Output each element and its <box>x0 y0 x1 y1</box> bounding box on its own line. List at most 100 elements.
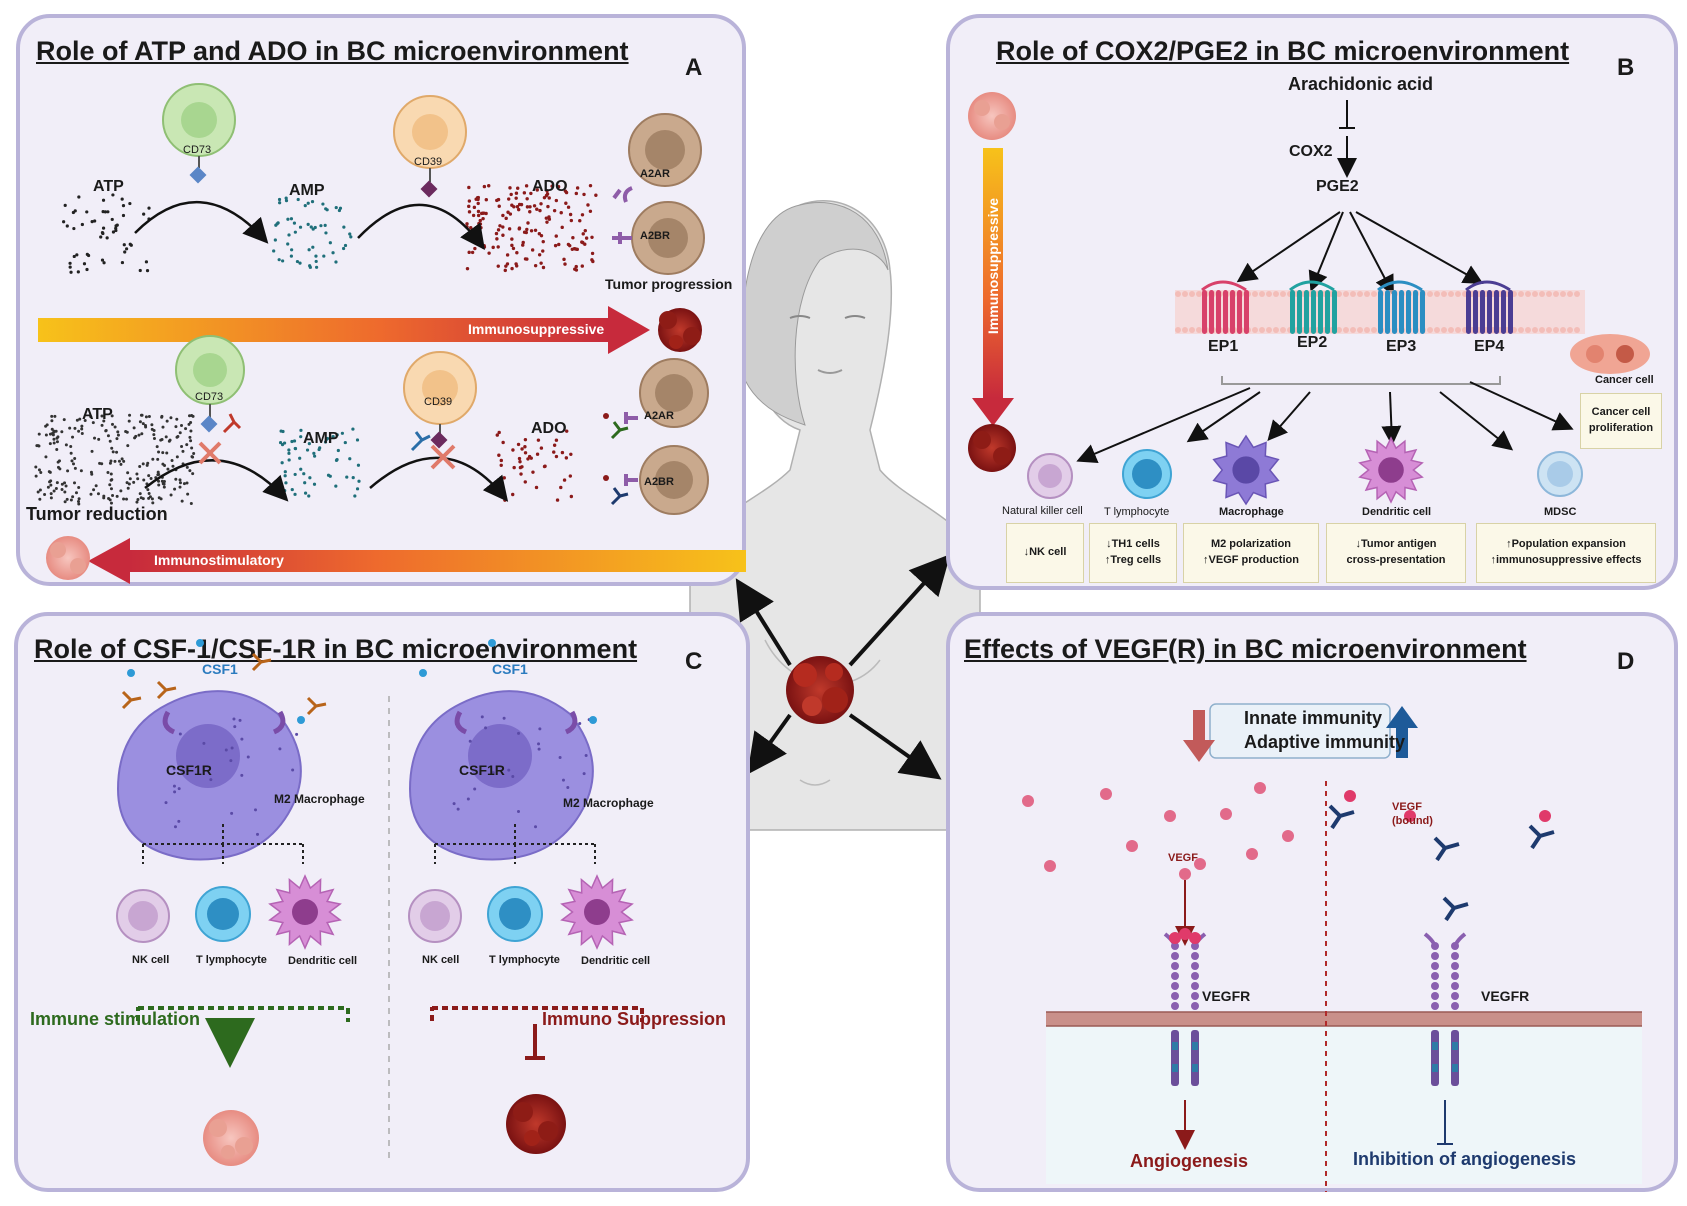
atp-particles-bottom <box>34 413 196 506</box>
csf1r-left-graphics <box>116 639 342 950</box>
ep2-label: EP2 <box>1297 334 1328 351</box>
ep1-receptor-icon <box>1201 280 1249 334</box>
arrow-atp-amp-bottom <box>144 459 289 502</box>
a2br-cell-bottom <box>603 445 709 515</box>
vegfr-receptor-right <box>1423 932 1467 1086</box>
innate-immunity-label: Innate immunity <box>1244 708 1383 728</box>
atp-particles-top <box>62 193 151 274</box>
a2ar-label-bottom: A2AR <box>644 410 674 422</box>
a2br-cell-top <box>612 201 705 275</box>
a2ar-label-top: A2AR <box>640 168 670 180</box>
tumor-cluster-c <box>506 1094 566 1154</box>
cd39-cell-top <box>393 95 467 198</box>
nk-cell-icon <box>1027 453 1073 499</box>
mdsc-icon <box>1537 451 1583 497</box>
panel-c-title: Role of CSF-1/CSF-1R in BC microenvironm… <box>34 634 638 664</box>
anti-vegf-antibodies <box>1328 790 1555 922</box>
csf1r-label-right: CSF1R <box>459 762 505 778</box>
arrow-atp-amp-top <box>134 201 269 244</box>
cancer-cell-label: Cancer cell <box>1595 374 1654 386</box>
ado-label-top: ADO <box>532 178 568 195</box>
adaptive-immunity-label: Adaptive immunity <box>1244 732 1406 752</box>
cd39-cell-bottom <box>403 351 477 452</box>
tumor-cell-pink-top <box>968 92 1016 140</box>
csf1r-right-graphics <box>408 639 634 950</box>
t-effect-box: ↓TH1 cells↑Treg cells <box>1089 523 1177 583</box>
panel-b-graphics <box>968 92 1650 506</box>
immunosuppressive-vertical-label: Immunosuppressive <box>985 197 1002 335</box>
csf1-label-left: CSF1 <box>202 661 238 677</box>
nk-cell-label-left: NK cell <box>132 954 170 966</box>
m2-macrophage-label-left: M2 Macrophage <box>274 792 365 806</box>
nk-cell-label-right: NK cell <box>422 954 460 966</box>
panel-d: Effects of VEGF(R) in BC microenvironmen… <box>946 612 1678 1192</box>
panel-c-letter: C <box>685 648 703 675</box>
breast-tumor-icon <box>786 656 854 724</box>
immunosuppressive-bar <box>38 318 608 342</box>
ado-particles-top <box>465 183 598 273</box>
immunosuppressive-label: Immunosuppressive <box>468 321 605 337</box>
a2ar-cell-bottom <box>603 358 709 440</box>
panel-a-letter: A <box>685 54 703 81</box>
panel-b: Role of COX2/PGE2 in BC microenvironment… <box>946 14 1678 590</box>
ado-particles-bottom <box>495 429 574 502</box>
immunosuppressive-vertical-bar <box>983 148 1003 398</box>
up-arrow-icon <box>1386 706 1418 758</box>
dendritic-cell-label-right: Dendritic cell <box>581 955 651 967</box>
tumor-progression-label: Tumor progression <box>605 276 733 292</box>
panel-b-letter: B <box>1617 54 1635 81</box>
panel-a-title: Role of ATP and ADO in BC microenvironme… <box>36 36 629 66</box>
angiogenesis-label: Angiogenesis <box>1130 1151 1249 1171</box>
a2br-label-bottom: A2BR <box>644 476 674 488</box>
tumor-cluster-pink-c <box>203 1110 259 1166</box>
dendritic-cell-icon <box>1358 436 1424 504</box>
cancer-cell-icon <box>1570 334 1650 374</box>
panel-d-title: Effects of VEGF(R) in BC microenvironmen… <box>964 634 1527 664</box>
cd73-cell-top <box>162 83 236 184</box>
dendritic-cell-label-left: Dendritic cell <box>288 955 358 967</box>
tumor-cluster-b <box>968 424 1016 472</box>
vegfr-label-right: VEGFR <box>1481 988 1530 1004</box>
macrophage-effect-box: M2 polarization↑VEGF production <box>1183 523 1319 583</box>
vegfr-receptor-left <box>1163 928 1207 1086</box>
immunostimulatory-bar <box>130 550 746 572</box>
a2ar-cell-top <box>612 113 702 203</box>
cd39-label-bottom: CD39 <box>424 396 453 408</box>
immunostimulatory-label: Immunostimulatory <box>154 552 284 568</box>
cd73-label-top: CD73 <box>183 144 212 156</box>
ep3-label: EP3 <box>1386 338 1417 355</box>
tumor-reduction-label: Tumor reduction <box>26 504 168 524</box>
panel-c-graphics <box>116 639 644 1166</box>
ep1-label: EP1 <box>1208 338 1239 355</box>
block-x-icon-1 <box>198 441 222 465</box>
ep2-receptor-icon <box>1289 280 1337 334</box>
nk-cell-label: Natural killer cell <box>1002 505 1083 517</box>
amp-label-top: AMP <box>289 182 325 199</box>
pge2-label: PGE2 <box>1316 178 1359 195</box>
a2br-label-top: A2BR <box>640 230 670 242</box>
arrow-amp-ado-top <box>357 203 485 251</box>
t-lymphocyte-icon <box>1122 449 1172 499</box>
macrophage-label: Macrophage <box>1219 506 1284 518</box>
m2-macrophage-label-right: M2 Macrophage <box>563 796 654 810</box>
arachidonic-acid-label: Arachidonic acid <box>1288 74 1434 94</box>
tumor-cluster-top <box>658 308 702 352</box>
macrophage-icon <box>1212 434 1280 506</box>
cox2-label: COX2 <box>1289 143 1333 160</box>
ado-label-bottom: ADO <box>531 420 567 437</box>
mdsc-label: MDSC <box>1544 506 1577 518</box>
amp-label-bottom: AMP <box>303 430 339 447</box>
nk-effect-box: ↓NK cell <box>1006 523 1084 583</box>
vegf-label: VEGF <box>1168 852 1198 864</box>
mdsc-effect-box: ↑Population expansion↑immunosuppressive … <box>1476 523 1656 583</box>
down-arrow-icon <box>1183 710 1215 762</box>
inhibition-angiogenesis-label: Inhibition of angiogenesis <box>1353 1149 1576 1169</box>
block-x-icon-2 <box>430 444 456 470</box>
immune-stimulation-label: Immune stimulation <box>30 1009 201 1029</box>
atp-label-bottom: ATP <box>82 406 113 423</box>
ep3-receptor-icon <box>1377 280 1425 334</box>
tumor-cluster-bottom-pink <box>46 536 90 580</box>
